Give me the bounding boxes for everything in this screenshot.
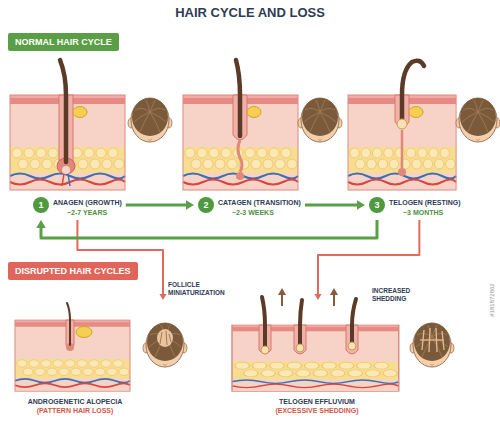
panel-node: TELOGEN EFFLUVIUM(EXCESSIVE SHEDDING) (232, 300, 462, 417)
stage-duration: ~2-7 YEARS (67, 208, 122, 217)
stage-name: TELOGEN (RESTING) (389, 198, 461, 207)
tag-text: NORMAL HAIR CYCLE (15, 36, 112, 48)
arrow-head (36, 220, 46, 228)
stage-text-group: ANAGEN (GROWTH)~2-7 YEARS (53, 197, 122, 217)
cycle-arrow (305, 204, 358, 207)
arrow-head (186, 200, 194, 210)
panel-caption: TELOGEN EFFLUVIUM(EXCESSIVE SHEDDING) (232, 397, 402, 415)
arrow-head (159, 294, 166, 300)
stage-text-group: TELOGEN (RESTING)~3 MONTHS (389, 197, 461, 217)
disruption-line (318, 220, 419, 295)
cycle-arrow (41, 220, 377, 238)
section-tag: NORMAL HAIR CYCLE (8, 33, 119, 51)
condition-subtitle: (EXCESSIVE SHEDDING) (232, 406, 402, 415)
condition-name: TELOGEN EFFLUVIUM (232, 397, 402, 406)
step-number: 1 (33, 197, 49, 213)
stage-duration: ~2-3 WEEKS (232, 208, 301, 217)
title-text: HAIR CYCLE AND LOSS (0, 5, 500, 20)
stage-text-group: CATAGEN (TRANSITION)~2-3 WEEKS (218, 197, 301, 217)
step-number: 3 (369, 197, 385, 213)
stage-name: CATAGEN (TRANSITION) (218, 198, 301, 207)
cycle-arrow (126, 204, 187, 207)
stage-name: ANAGEN (GROWTH) (53, 198, 122, 207)
condition-subtitle: (PATTERN HAIR LOSS) (15, 406, 135, 415)
section-tag: DISRUPTED HAIR CYCLES (8, 262, 138, 280)
stage-duration: ~3 MONTHS (403, 208, 461, 217)
disruption-line (77, 220, 163, 295)
stage-node: 3TELOGEN (RESTING)~3 MONTHS (369, 197, 461, 217)
tag-text: DISRUPTED HAIR CYCLES (15, 265, 131, 277)
arrow-head (314, 294, 321, 300)
watermark-id: #181872862 (489, 283, 495, 316)
step-number: 2 (198, 197, 214, 213)
stage-node: 1ANAGEN (GROWTH)~2-7 YEARS (33, 197, 122, 217)
arrow-head (357, 200, 365, 210)
edge-label: FOLLICLE MINIATURIZATION (168, 281, 243, 297)
panel-caption: ANDROGENETIC ALOPECIA(PATTERN HAIR LOSS) (15, 397, 135, 415)
condition-name: ANDROGENETIC ALOPECIA (15, 397, 135, 406)
note-label: INCREASED SHEDDING (372, 287, 432, 303)
stage-node: 2CATAGEN (TRANSITION)~2-3 WEEKS (198, 197, 301, 217)
panel-node: ANDROGENETIC ALOPECIA(PATTERN HAIR LOSS) (15, 300, 200, 417)
